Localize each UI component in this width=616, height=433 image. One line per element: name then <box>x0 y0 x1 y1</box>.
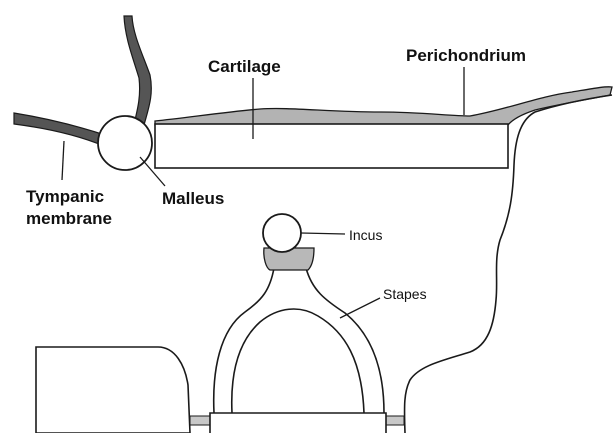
label-perichondrium: Perichondrium <box>406 46 526 65</box>
incus-head <box>263 214 301 252</box>
tympanic-membrane-upper <box>124 16 151 125</box>
leader-stapes <box>340 298 380 318</box>
footplate <box>210 413 386 433</box>
cartilage-graft <box>155 124 508 168</box>
label-tympanic-line1: Tympanic <box>26 187 104 206</box>
oval-window-left <box>190 416 210 425</box>
label-tympanic-line2: membrane <box>26 209 112 228</box>
leader-tympanic <box>62 141 64 180</box>
stapes-inner <box>232 309 364 413</box>
tympanic-membrane-lower <box>14 113 108 146</box>
promontory-block <box>36 347 190 433</box>
label-malleus: Malleus <box>162 189 224 208</box>
leader-incus <box>301 233 345 234</box>
label-incus: Incus <box>349 227 382 243</box>
perichondrium-layer <box>155 87 612 125</box>
oval-window-right <box>386 416 404 425</box>
label-cartilage: Cartilage <box>208 57 281 76</box>
label-stapes: Stapes <box>383 286 427 302</box>
stapes-outer <box>214 268 274 413</box>
